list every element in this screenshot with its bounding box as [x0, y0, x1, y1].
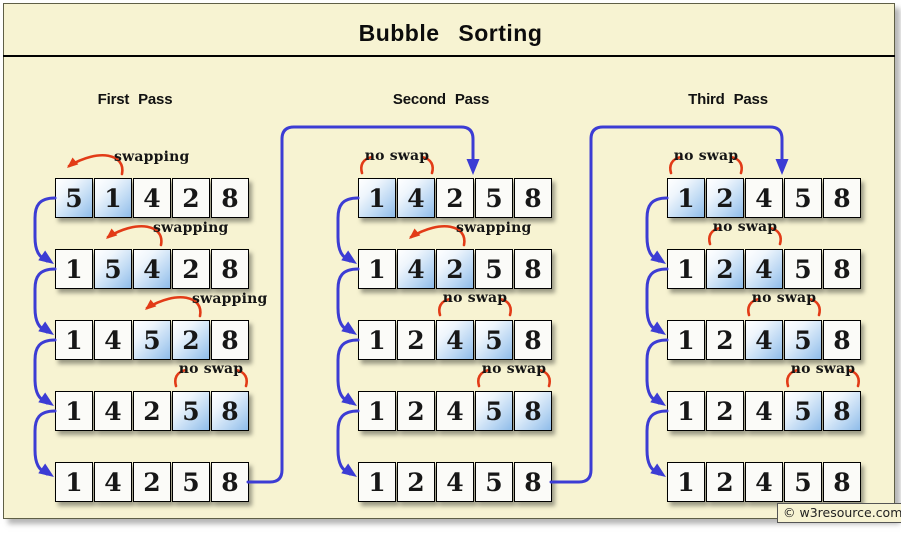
page-title: Bubble Sorting	[358, 20, 543, 46]
diagram-panel	[3, 3, 895, 519]
watermark: © w3resource.com	[777, 503, 901, 523]
pass-header-second: Second Pass	[392, 91, 490, 108]
pass-header-third: Third Pass	[688, 91, 768, 108]
pass-header-first: First Pass	[97, 91, 173, 108]
title-divider	[3, 55, 895, 57]
